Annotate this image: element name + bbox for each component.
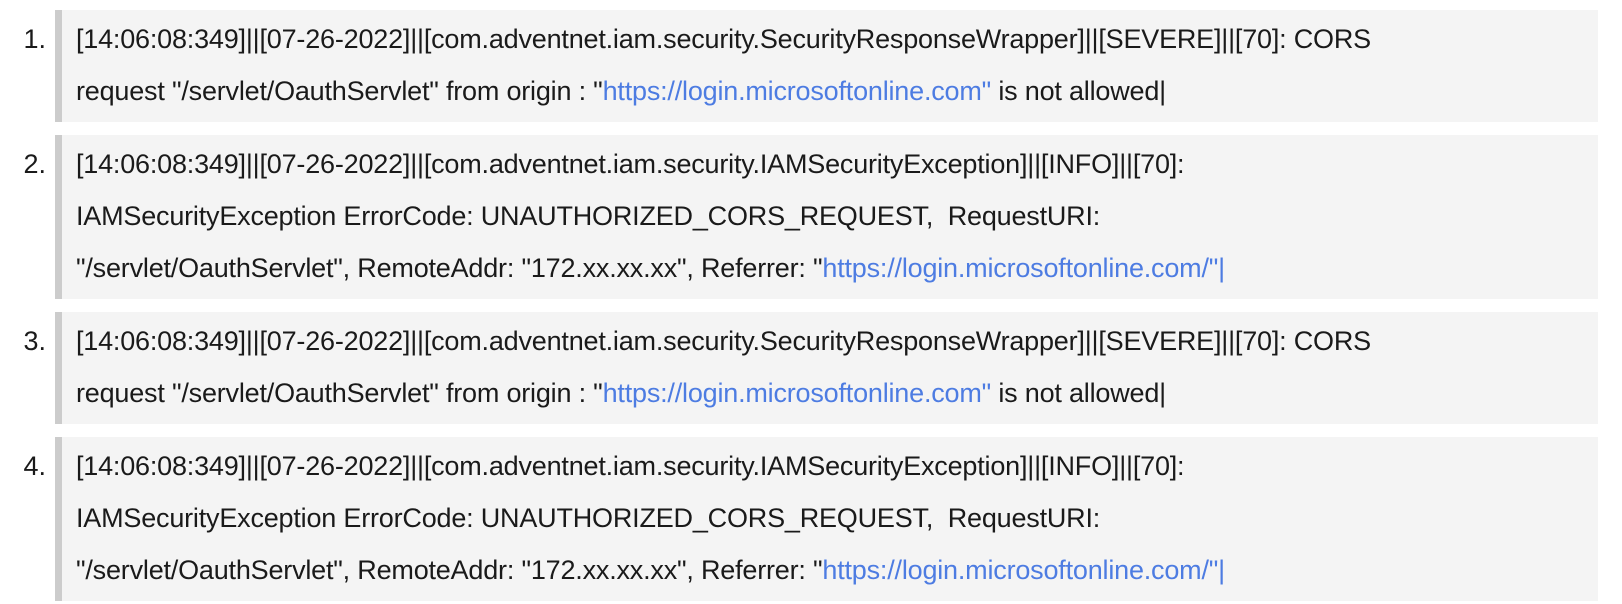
log-entry: 1. [14:06:08:349]||[07-26-2022]||[com.adv… [0,10,1598,122]
log-text: "/servlet/OauthServlet", RemoteAddr: "17… [76,253,823,283]
log-url-link[interactable]: https://login.microsoftonline.com/"| [822,253,1225,283]
log-line: [14:06:08:349]||[07-26-2022]||[com.adven… [76,138,1584,190]
log-line: IAMSecurityException ErrorCode: UNAUTHOR… [76,190,1584,242]
log-text: [14:06:08:349]||[07-26-2022]||[com.adven… [76,451,1185,481]
log-line: [14:06:08:349]||[07-26-2022]||[com.adven… [76,440,1584,492]
log-url-link[interactable]: https://login.microsoftonline.com" [602,76,992,106]
log-text: is not allowed| [991,378,1166,408]
log-line: request "/servlet/OauthServlet" from ori… [76,367,1584,419]
log-text: [14:06:08:349]||[07-26-2022]||[com.adven… [76,326,1371,356]
log-block: [14:06:08:349]||[07-26-2022]||[com.adven… [55,437,1598,601]
log-entry: 4. [14:06:08:349]||[07-26-2022]||[com.adv… [0,437,1598,601]
log-entry-number: 3. [23,326,46,356]
log-entry-number: 1. [23,24,46,54]
log-block: [14:06:08:349]||[07-26-2022]||[com.adven… [55,135,1598,299]
log-url-link[interactable]: https://login.microsoftonline.com" [602,378,992,408]
log-text: is not allowed| [991,76,1166,106]
log-line: [14:06:08:349]||[07-26-2022]||[com.adven… [76,315,1584,367]
log-line: IAMSecurityException ErrorCode: UNAUTHOR… [76,492,1584,544]
log-line: "/servlet/OauthServlet", RemoteAddr: "17… [76,242,1584,294]
log-line: [14:06:08:349]||[07-26-2022]||[com.adven… [76,13,1584,65]
log-entry: 3. [14:06:08:349]||[07-26-2022]||[com.adv… [0,312,1598,424]
log-text: [14:06:08:349]||[07-26-2022]||[com.adven… [76,149,1185,179]
log-block: [14:06:08:349]||[07-26-2022]||[com.adven… [55,312,1598,424]
log-text: [14:06:08:349]||[07-26-2022]||[com.adven… [76,24,1371,54]
log-url-link[interactable]: https://login.microsoftonline.com/"| [822,555,1225,585]
log-text: IAMSecurityException ErrorCode: UNAUTHOR… [76,201,1101,231]
log-line: request "/servlet/OauthServlet" from ori… [76,65,1584,117]
log-entry-number: 2. [23,149,46,179]
log-text: request "/servlet/OauthServlet" from ori… [76,378,603,408]
log-entry: 2. [14:06:08:349]||[07-26-2022]||[com.adv… [0,135,1598,299]
log-text: request "/servlet/OauthServlet" from ori… [76,76,603,106]
log-entry-number: 4. [23,451,46,481]
log-text: "/servlet/OauthServlet", RemoteAddr: "17… [76,555,823,585]
log-text: IAMSecurityException ErrorCode: UNAUTHOR… [76,503,1101,533]
log-block: [14:06:08:349]||[07-26-2022]||[com.adven… [55,10,1598,122]
log-line: "/servlet/OauthServlet", RemoteAddr: "17… [76,544,1584,596]
